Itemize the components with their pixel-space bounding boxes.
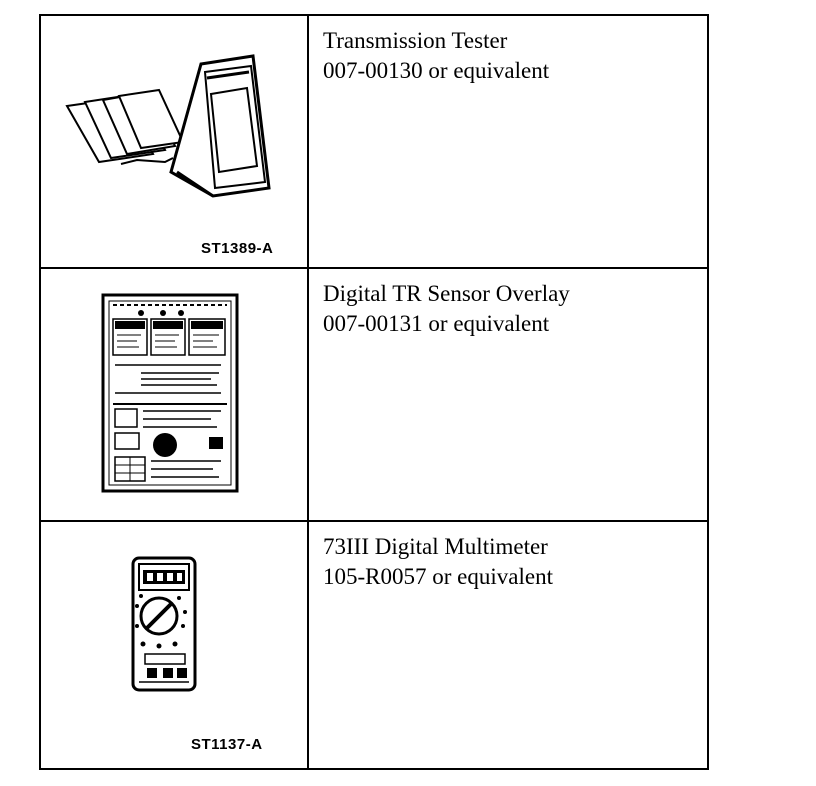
tool-description-cell-1: Transmission Tester 007-00130 or equival… — [309, 16, 707, 269]
tool-part-number: 105-R0057 or equivalent — [323, 564, 553, 589]
figure-code: ST1389-A — [201, 240, 274, 257]
tool-name: Transmission Tester — [323, 28, 508, 53]
tool-table: ST1389-A Transmission Tester 007-00130 o… — [39, 14, 709, 770]
tool-part-number: 007-00130 or equivalent — [323, 58, 550, 83]
sensor-overlay-icon — [101, 293, 239, 493]
tool-image-cell-3: ST1137-A — [41, 522, 309, 768]
multimeter-icon — [131, 556, 197, 692]
figure-code: ST1137-A — [191, 736, 263, 753]
tool-description-cell-2: Digital TR Sensor Overlay 007-00131 or e… — [309, 269, 707, 522]
tool-part-number: 007-00131 or equivalent — [323, 311, 550, 336]
tool-name: Digital TR Sensor Overlay — [323, 281, 570, 306]
transmission-tester-icon — [65, 54, 271, 198]
tool-image-cell-2 — [41, 269, 309, 522]
tool-image-cell-1: ST1389-A — [41, 16, 309, 269]
tool-name: 73III Digital Multimeter — [323, 534, 548, 559]
tool-description-cell-3: 73III Digital Multimeter 105-R0057 or eq… — [309, 522, 707, 768]
